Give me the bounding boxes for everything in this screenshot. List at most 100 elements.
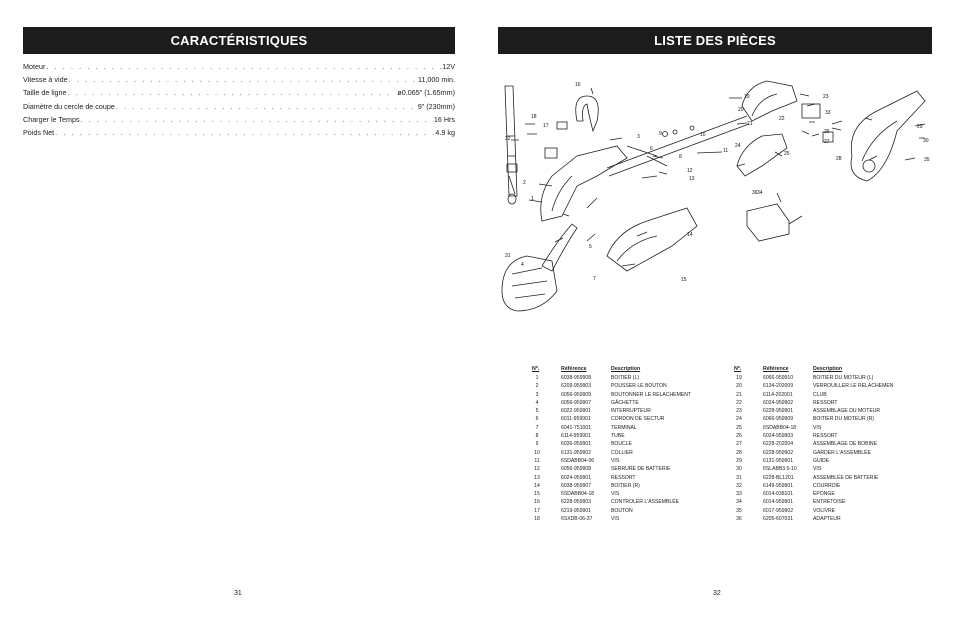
part-reference: 6228-959902 [763,449,794,456]
part-reference: 6228-202004 [763,441,794,448]
diagram-callout-4: 4 [521,262,524,268]
part-description: VIS [611,516,620,523]
part-reference: 6011-959901 [561,416,591,423]
part-reference: 6228-959901 [763,408,794,415]
part-description: BOUTON [611,507,633,514]
part-description: BOITIER DU MOTEUR (R) [813,416,875,423]
part-description: VIS [813,424,822,431]
part-number: 31 [736,474,742,481]
diagram-callout-33: 33 [825,110,831,116]
diagram-callout-28: 28 [836,156,842,162]
diagram-callout-31: 31 [505,253,511,259]
part-reference: 6014-038101 [763,491,794,498]
part-description: VIS [813,466,822,473]
part-reference: 6219-959901 [561,507,592,514]
part-reference: 6114-959901 [561,433,591,440]
spec-label: Poids Net [23,127,55,137]
part-reference: 6SDABB04-18 [561,491,595,498]
part-description: RESSORT [813,433,838,440]
part-reference: 6228-BL1201 [763,474,794,481]
diagram-callout-29: 29 [917,124,923,130]
spec-label: Charger le Temps [23,114,80,124]
spec-value: 4.9 kg [435,127,455,137]
part-description: TUBE [611,433,625,440]
part-reference: 6205-607031 [763,516,794,523]
diagram-callout-23: 23 [823,94,829,100]
part-reference: 6024-959903 [763,433,794,440]
diagram-callout-3: 3 [637,134,640,140]
spec-label: Taille de ligne [23,88,67,98]
diagram-callout-8: 8 [679,154,682,160]
part-number: 32 [736,482,742,489]
diagram-callout-6: 6 [650,146,653,152]
spec-label: Vitesse à vide [23,75,68,85]
table-row: 36 6205-607031 ADAPTEUR [734,515,923,523]
part-description: ÉPONGE [813,491,835,498]
spec-row: Poids Net. . . . . . . . . . . . . . . .… [23,126,455,139]
part-reference: 6149-959901 [763,482,794,489]
part-number: 4 [535,399,539,406]
leader-dots: . . . . . . . . . . . . . . . . . . . . … [67,88,397,98]
part-description: CLUB [813,391,827,398]
diagram-callout-20: 20 [738,107,744,113]
part-number: 24 [736,416,742,423]
spec-value: 9" (230mm) [417,101,455,111]
page-number-right: 32 [713,590,721,597]
diagram-callout-11: 11 [723,148,728,154]
part-reference: 6014-959901 [763,499,794,506]
spec-label: Diamètre du cercle de coupe [23,101,115,111]
spec-value: 16 Hrs [433,114,455,124]
part-description: COLLIER [611,449,633,456]
part-description: VERROUILLER LE RELACHEMEN [813,383,894,390]
diagram-callout-24: 24 [735,143,741,149]
header-ref: Référence [561,366,587,372]
table-header: Nº. Référence Description [532,365,721,374]
part-description: BOITIER (L) [611,375,640,381]
part-reference: 6056-959909 [561,391,592,398]
table-header: Nº. Référence Description [734,365,923,374]
left-page: CARACTÉRISTIQUES Moteur. . . . . . . . .… [23,27,455,597]
diagram-callout-19: 19 [744,94,750,100]
header-no: Nº. [532,366,540,372]
part-number: 13 [534,474,540,481]
part-description: RESSORT [813,399,838,406]
spec-row: Charger le Temps. . . . . . . . . . . . … [23,113,455,126]
header-desc: Description [813,366,843,372]
part-reference: 6228-959903 [561,499,592,506]
spec-row: Vitesse à vide. . . . . . . . . . . . . … [23,73,455,86]
part-description: BOITIER (R) [611,482,640,489]
part-number: 26 [736,433,742,440]
diagram-callout-26: 26 [824,129,830,135]
part-description: TERMINAL [611,424,637,431]
part-description: SERRURE DE BATTERIE [611,466,671,473]
part-number: 8 [535,433,539,440]
part-description: BOUCLE [611,441,632,448]
part-number: 30 [736,466,742,473]
specifications-list: Moteur. . . . . . . . . . . . . . . . . … [23,60,455,139]
part-reference: 6038-959908 [561,375,592,381]
part-number: 36 [736,516,742,523]
part-number: 16 [534,499,540,506]
leader-dots: . . . . . . . . . . . . . . . . . . . . … [80,114,433,124]
part-number: 17 [534,507,540,514]
part-number: 23 [736,408,742,415]
part-reference: 6036-959901 [561,441,592,448]
part-description: VIS [611,491,620,498]
part-description: VIS [611,457,620,464]
part-description: ADAPTEUR [813,516,841,523]
spec-value: 12V [442,62,455,71]
part-reference: 6114-202001 [763,391,793,398]
